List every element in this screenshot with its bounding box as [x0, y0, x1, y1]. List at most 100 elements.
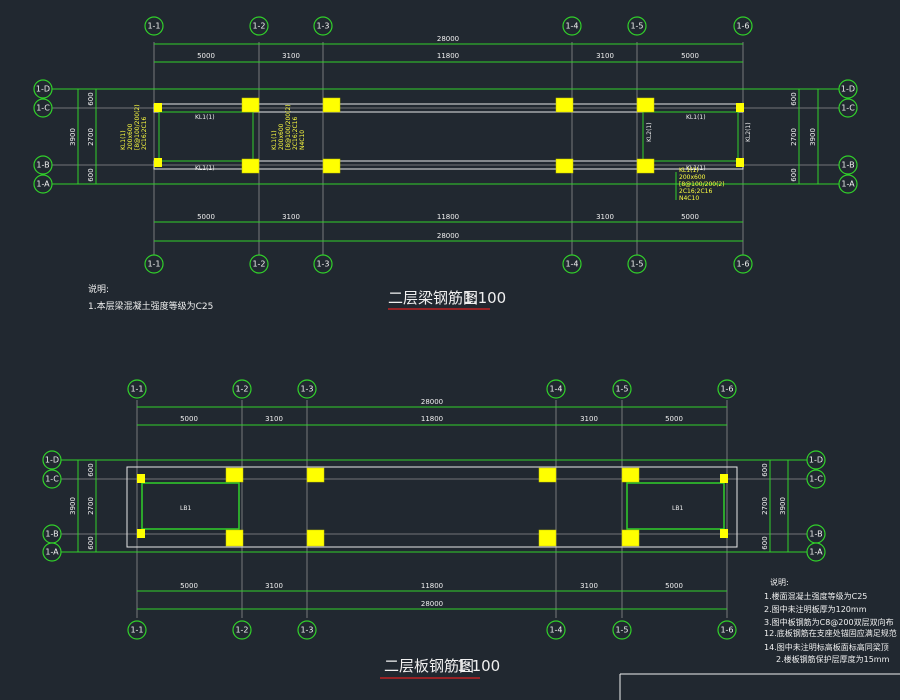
svg-text:600: 600 — [761, 463, 769, 476]
axis-label: 1-4 — [549, 385, 562, 394]
svg-text:3100: 3100 — [580, 582, 598, 590]
plan2-bottom-axis-bubbles: 1-1 1-2 1-3 1-4 1-5 1-6 — [127, 620, 737, 640]
svg-text:3900: 3900 — [69, 128, 77, 146]
slab-outline — [126, 466, 738, 548]
axis-label: 1-6 — [720, 626, 733, 635]
svg-text:3100: 3100 — [580, 415, 598, 423]
axis-label: 1-1 — [147, 22, 160, 31]
column — [154, 158, 162, 167]
svg-text:2.楼板钢筋保护层厚度为15mm: 2.楼板钢筋保护层厚度为15mm — [776, 654, 890, 664]
beam-label: KL1(1) — [195, 114, 215, 121]
svg-text:5000: 5000 — [197, 213, 215, 221]
svg-text:11800: 11800 — [437, 52, 459, 60]
axis-label: 1-6 — [736, 260, 749, 269]
svg-text:600: 600 — [87, 536, 95, 549]
svg-text:2700: 2700 — [790, 128, 798, 146]
axis-label: 1-D — [45, 456, 59, 465]
plan1-bottom-axis-bubbles: 1-1 1-2 1-3 1-4 1-5 1-6 — [144, 254, 753, 274]
column — [720, 529, 728, 538]
svg-text:11800: 11800 — [421, 582, 443, 590]
beam-annotation-right: KL1(1) 200x600 [8@100/200(2) 2C16;2C16 N… — [675, 167, 725, 202]
slab-plan: LB1 LB1 28000 5000 3100 11800 3100 5000 — [42, 379, 900, 700]
svg-text:5000: 5000 — [180, 415, 198, 423]
column — [538, 529, 557, 547]
axis-label: 1-2 — [252, 22, 265, 31]
beam-label: KL2(1) — [745, 122, 752, 142]
plan1-left-axis-bubbles: 1-D 1-C 1-B 1-A — [33, 79, 53, 194]
axis-label: 1-4 — [565, 22, 578, 31]
plan2-right-axis-bubbles: 1-D 1-C 1-B 1-A — [806, 450, 826, 562]
axis-label: 1-2 — [235, 385, 248, 394]
svg-text:5000: 5000 — [197, 52, 215, 60]
plan2-notes: 说明: 1.楼面混凝土强度等级为C25 2.图中未注明板厚为120mm 3.图中… — [764, 577, 897, 664]
axis-label: 1-2 — [252, 260, 265, 269]
plan1-top-dimensions: 28000 5000 3100 11800 3100 5000 — [154, 35, 743, 63]
axis-label: 1-B — [809, 530, 822, 539]
axis-label: 1-C — [809, 475, 823, 484]
svg-text:200x600: 200x600 — [127, 123, 134, 150]
svg-text:3900: 3900 — [69, 497, 77, 515]
beam-plan: KL1(1) KL1(1) KL1(1) KL1(1) KL2(1) KL2(1… — [33, 16, 858, 312]
svg-text:200x600: 200x600 — [278, 123, 285, 150]
plan2-horizontal-grids — [52, 459, 808, 553]
axis-label: 1-3 — [300, 385, 313, 394]
svg-text:2700: 2700 — [87, 497, 95, 515]
svg-text:600: 600 — [87, 92, 95, 105]
slab-label: LB1 — [180, 505, 191, 512]
column — [736, 103, 744, 112]
column — [241, 97, 260, 113]
column — [621, 529, 640, 547]
column — [306, 467, 325, 483]
beam-annotation-mid: KL1(1) 200x600 [8@100/200(2) 2C16;2C16 N… — [271, 104, 306, 150]
svg-text:3.图中板钢筋为C8@200双层双向布: 3.图中板钢筋为C8@200双层双向布 — [764, 617, 894, 627]
axis-label: 1-5 — [630, 22, 643, 31]
beam-label: KL1(1) — [686, 165, 706, 172]
axis-label: 1-B — [45, 530, 58, 539]
column — [154, 103, 162, 112]
svg-text:3100: 3100 — [265, 415, 283, 423]
axis-label: 1-A — [809, 548, 823, 557]
svg-text:600: 600 — [761, 536, 769, 549]
plan2-top-dimensions: 28000 5000 3100 11800 3100 5000 — [137, 398, 727, 426]
drawing-title: 二层板钢筋图 — [384, 657, 474, 675]
axis-label: 1-1 — [130, 626, 143, 635]
column — [306, 529, 325, 547]
axis-label: 1-3 — [316, 22, 329, 31]
svg-text:14.图中未注明标高板面标高同梁顶: 14.图中未注明标高板面标高同梁顶 — [764, 642, 889, 652]
axis-label: 1-1 — [147, 260, 160, 269]
axis-label: 1-3 — [300, 626, 313, 635]
axis-label: 1-D — [36, 85, 50, 94]
svg-text:28000: 28000 — [437, 232, 459, 240]
svg-text:5000: 5000 — [180, 582, 198, 590]
column — [225, 467, 244, 483]
plan1-right-axis-bubbles: 1-D 1-C 1-B 1-A — [838, 79, 858, 194]
svg-text:11800: 11800 — [437, 213, 459, 221]
svg-text:3900: 3900 — [809, 128, 817, 146]
axis-label: 1-D — [841, 85, 855, 94]
drawing-title: 二层梁钢筋图 — [388, 289, 478, 307]
svg-text:2700: 2700 — [761, 497, 769, 515]
svg-text:3100: 3100 — [282, 213, 300, 221]
svg-text:11800: 11800 — [421, 415, 443, 423]
column — [137, 474, 145, 483]
svg-text:2C16;2C16: 2C16;2C16 — [292, 117, 299, 150]
axis-label: 1-5 — [615, 385, 628, 394]
axis-label: 1-3 — [316, 260, 329, 269]
plan2-vertical-grids — [136, 400, 728, 618]
plan2-top-axis-bubbles: 1-1 1-2 1-3 1-4 1-5 1-6 — [127, 379, 737, 399]
plan1-vertical-grids — [153, 42, 744, 255]
column — [241, 158, 260, 174]
svg-text:5000: 5000 — [681, 213, 699, 221]
axis-label: 1-C — [841, 104, 855, 113]
svg-text:28000: 28000 — [421, 600, 443, 608]
svg-text:2C16;2C16: 2C16;2C16 — [679, 188, 712, 195]
svg-text:200x600: 200x600 — [679, 174, 706, 181]
axis-label: 1-A — [45, 548, 59, 557]
svg-text:说明:: 说明: — [770, 577, 789, 587]
column — [137, 529, 145, 538]
svg-text:3100: 3100 — [596, 213, 614, 221]
svg-text:600: 600 — [87, 463, 95, 476]
plan1-horizontal-grids — [52, 88, 848, 185]
column — [720, 474, 728, 483]
